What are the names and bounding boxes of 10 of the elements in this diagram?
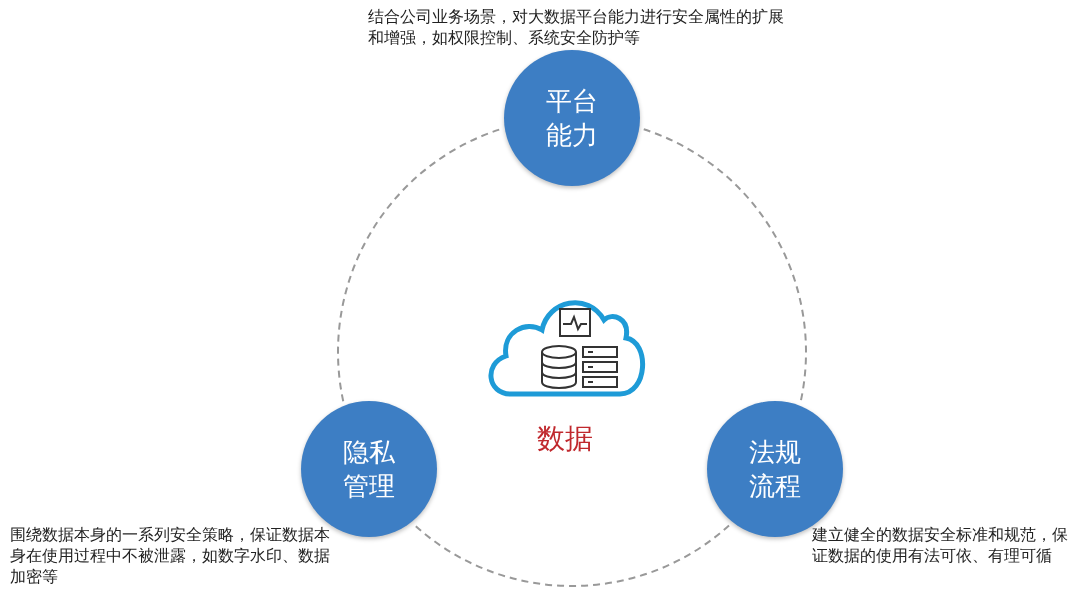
description-text: 结合公司业务场景，对大数据平台能力进行安全属性的扩展和增强，如权限控制、系统安全防护等 [368,6,785,48]
dashed-arc [414,524,730,587]
description-text: 围绕数据本身的一系列安全策略，保证数据本身在使用过程中不被泄露，如数字水印、数据加密等 [10,524,331,587]
node-label: 数据 [536,422,594,456]
dashed-arc [337,128,502,403]
dashed-arc [642,128,807,403]
node-label: 隐私管理 [342,436,397,503]
node-label: 法规流程 [747,436,802,503]
node-label: 平台能力 [545,85,599,152]
description-text: 建立健全的数据安全标准和规范，保证数据的使用有法可依、有理可循 [812,524,1069,566]
